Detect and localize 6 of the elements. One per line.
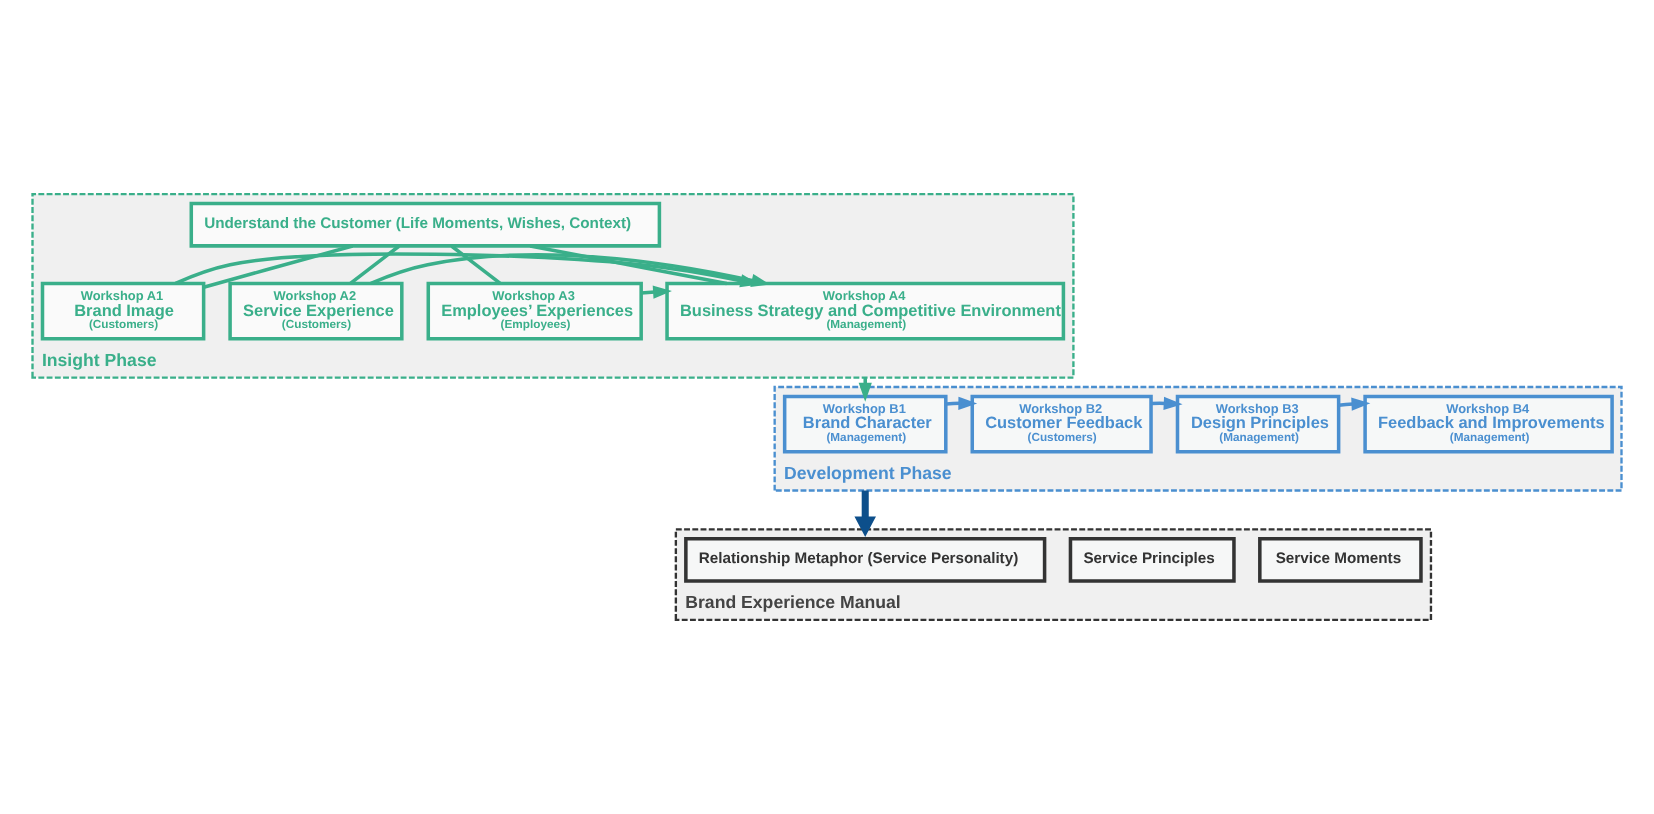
connector — [203, 244, 354, 289]
arrow — [641, 285, 672, 299]
connector — [349, 244, 400, 285]
connector — [529, 244, 727, 286]
connector — [450, 244, 502, 285]
arrow — [854, 490, 876, 537]
